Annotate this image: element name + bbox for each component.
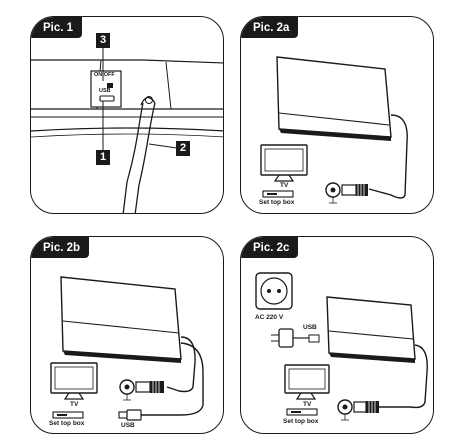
tv-label: TV (70, 401, 79, 408)
panel-title: Pic. 1 (31, 17, 83, 38)
on-off-switch-label: ON/OFF (94, 72, 115, 78)
panel-pic-2a: Pic. 2a TV Set top box (240, 16, 434, 214)
panel-pic-2c: Pic. 2c AC 220 V USB TV Set top (240, 236, 434, 434)
panel-title: Pic. 2c (241, 237, 299, 258)
usb-port-label: USB (99, 88, 111, 94)
set-top-box-label: Set top box (49, 420, 85, 427)
ac-power-label: AC 220 V (255, 314, 284, 321)
panel-title: Pic. 2a (241, 17, 299, 38)
set-top-box-label: Set top box (283, 418, 319, 425)
tv-label: TV (280, 182, 289, 189)
panel-pic-2b: Pic. 2b TV Set top box USB (30, 236, 224, 434)
connection-diagram-2a (260, 56, 408, 204)
tv-label: TV (303, 401, 312, 408)
usb-label: USB (121, 422, 135, 429)
set-top-box-label: Set top box (259, 199, 295, 206)
callout-2: 2 (176, 141, 190, 156)
usb-label: USB (303, 324, 317, 331)
antenna-closeup-illustration (31, 48, 223, 213)
panel-title: Pic. 2b (31, 237, 90, 258)
panel-pic-1: Pic. 1 ON/OFF USB 3 1 2 (30, 16, 224, 214)
callout-3: 3 (96, 33, 110, 48)
connection-diagram-2b (50, 276, 204, 421)
callout-1: 1 (96, 150, 110, 165)
connection-diagram-2c (255, 272, 428, 421)
